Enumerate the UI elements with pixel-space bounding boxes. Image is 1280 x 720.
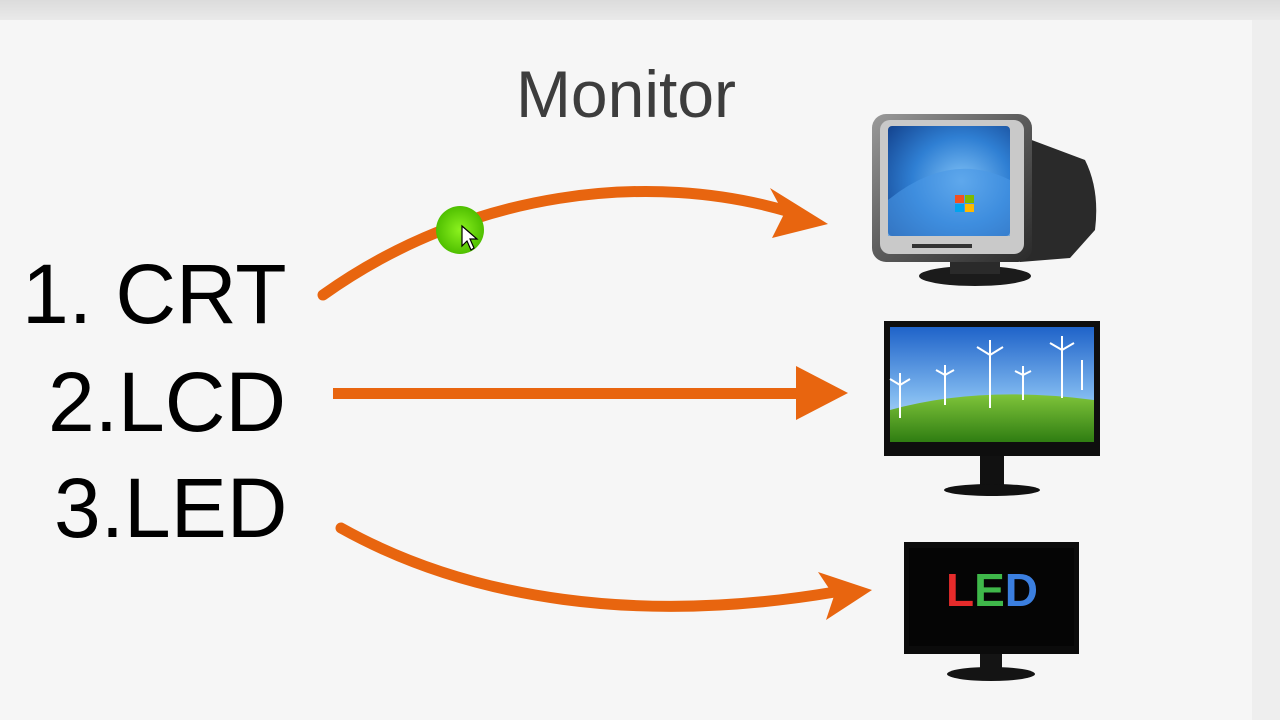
mouse-cursor-icon [436, 206, 484, 254]
slide-title: Monitor [515, 57, 737, 131]
list-item-led: 3.LED [54, 461, 288, 555]
led-screen-text: LED [946, 564, 1038, 616]
arrow-crt [317, 186, 828, 301]
top-band [0, 0, 1280, 20]
list-item-crt: 1. CRT [22, 247, 287, 341]
arrow-lcd [333, 366, 848, 420]
right-band [1252, 20, 1280, 720]
crt-monitor-icon [872, 114, 1097, 286]
lcd-monitor-icon [884, 321, 1100, 496]
list-item-lcd: 2.LCD [48, 355, 287, 449]
arrow-led [335, 522, 872, 620]
led-monitor-icon: LED [904, 542, 1079, 681]
